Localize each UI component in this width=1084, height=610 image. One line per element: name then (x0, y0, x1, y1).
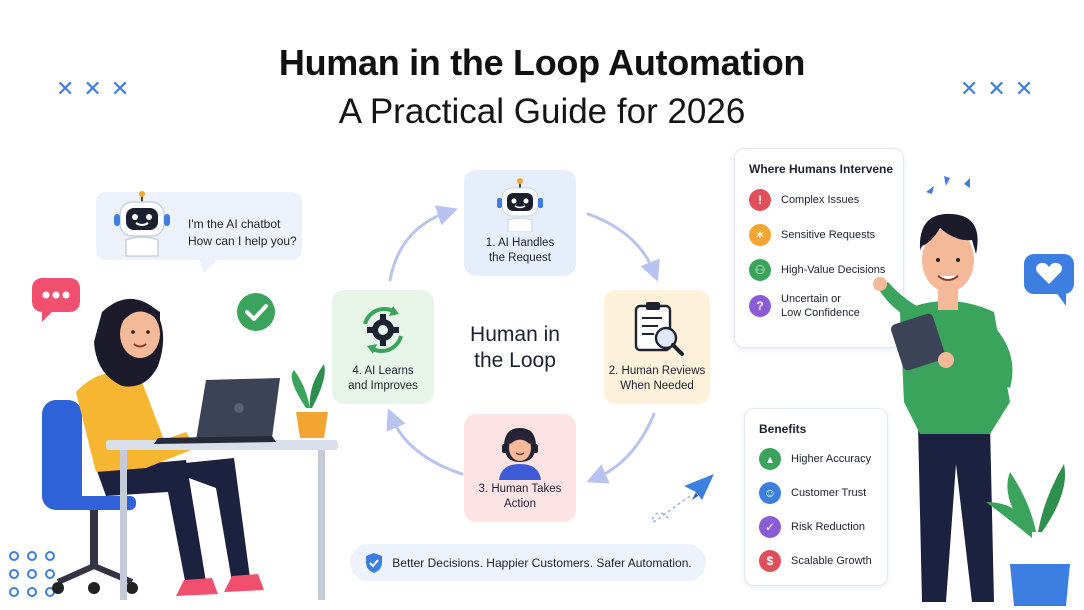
benefit-item-label: Risk Reduction (791, 521, 865, 533)
intervene-item-complex: ! Complex Issues (749, 189, 903, 211)
loop-step-2-card: 2. Human Reviews When Needed (604, 290, 710, 404)
clipboard-search-icon (634, 302, 684, 356)
shield-check-icon (366, 552, 383, 573)
loop-arrows (386, 205, 660, 484)
decorative-x-marks-right: ✕✕✕ (960, 76, 1043, 101)
robot-icon (497, 178, 543, 232)
loop-step-4-card: 4. AI Learns and Improves (332, 290, 434, 404)
intervene-panel: Where Humans Intervene ! Complex Issues … (734, 148, 904, 348)
smile-icon: ☺ (759, 482, 781, 504)
loop-step-4-label-line-2: and Improves (348, 380, 418, 392)
dollar-icon: $ (759, 550, 781, 572)
sensitive-icon: ✶ (749, 224, 771, 246)
loop-step-1-label-line-1: 1. AI Handles (485, 237, 555, 249)
loop-step-3-card: 3. Human Takes Action (464, 414, 576, 522)
chatbot-line-1: I'm the AI chatbot (188, 217, 281, 231)
loop-center-line-2: the Loop (474, 349, 556, 372)
intervene-item-label: High-Value Decisions (781, 264, 886, 276)
intervene-item-label-2: Low Confidence (781, 307, 860, 319)
benefit-item-accuracy: ▴ Higher Accuracy (759, 448, 887, 470)
loop-step-3-label-line-1: 3. Human Takes (478, 483, 562, 495)
intervene-item-label: Sensitive Requests (781, 229, 876, 241)
gear-cycle-icon (363, 306, 403, 354)
benefit-item-label: Higher Accuracy (791, 453, 872, 465)
loop-center-label: Human in the Loop (455, 322, 575, 374)
chatbot-bubble-tail (198, 255, 222, 273)
loop-step-2-label-line-2: When Needed (620, 380, 694, 392)
intervene-item-sensitive: ✶ Sensitive Requests (749, 224, 903, 246)
chat-dots-icon (32, 278, 80, 322)
loop-step-1-label-line-2: the Request (488, 252, 551, 264)
question-icon: ? (749, 295, 771, 317)
shield-icon: ✓ (759, 516, 781, 538)
intervene-item-uncertain: ? Uncertain or Low Confidence (749, 292, 903, 320)
page-title: Human in the Loop Automation (278, 42, 806, 83)
benefits-panel: Benefits ▴ Higher Accuracy ☺ Customer Tr… (744, 408, 888, 586)
loop-step-1-card: 1. AI Handles the Request (464, 170, 576, 276)
intervene-item-label: Complex Issues (781, 194, 860, 206)
intervene-heading: Where Humans Intervene (749, 162, 894, 176)
benefit-item-label: Scalable Growth (791, 555, 872, 567)
footer-tagline: Better Decisions. Happier Customers. Saf… (392, 555, 692, 570)
decision-icon: ⚇ (749, 259, 771, 281)
loop-center-line-1: Human in (470, 323, 560, 346)
chatbot-robot-icon (114, 191, 170, 257)
benefit-item-trust: ☺ Customer Trust (759, 482, 887, 504)
loop-step-3-label-line-2: Action (504, 498, 536, 510)
page-subtitle: A Practical Guide for 2026 (338, 92, 746, 131)
support-agent-icon (499, 428, 541, 480)
heart-chat-icon (1024, 254, 1074, 306)
man-with-tablet-illustration (873, 213, 1070, 606)
loop-step-4-label-line-1: 4. AI Learns (352, 365, 414, 377)
chatbot-line-2: How can I help you? (188, 234, 297, 248)
woman-at-desk-illustration (42, 298, 338, 600)
intervene-item-label: Uncertain or (781, 293, 841, 305)
loop-step-2-label-line-1: 2. Human Reviews (608, 365, 706, 377)
footer-tagline-pill: Better Decisions. Happier Customers. Saf… (350, 544, 706, 581)
decorative-x-marks-left: ✕✕✕ (56, 76, 139, 101)
intervene-item-high-value: ⚇ High-Value Decisions (749, 259, 903, 281)
paper-plane-icon (651, 474, 714, 523)
benefit-item-label: Customer Trust (791, 487, 867, 499)
chart-up-icon: ▴ (759, 448, 781, 470)
sparkle-marks-icon (926, 176, 970, 194)
chatbot-message: I'm the AI chatbot How can I help you? (188, 216, 297, 250)
check-circle-icon (237, 293, 275, 331)
benefit-item-risk: ✓ Risk Reduction (759, 516, 887, 538)
benefit-item-growth: $ Scalable Growth (759, 550, 887, 572)
warning-icon: ! (749, 189, 771, 211)
benefits-heading: Benefits (759, 422, 807, 436)
